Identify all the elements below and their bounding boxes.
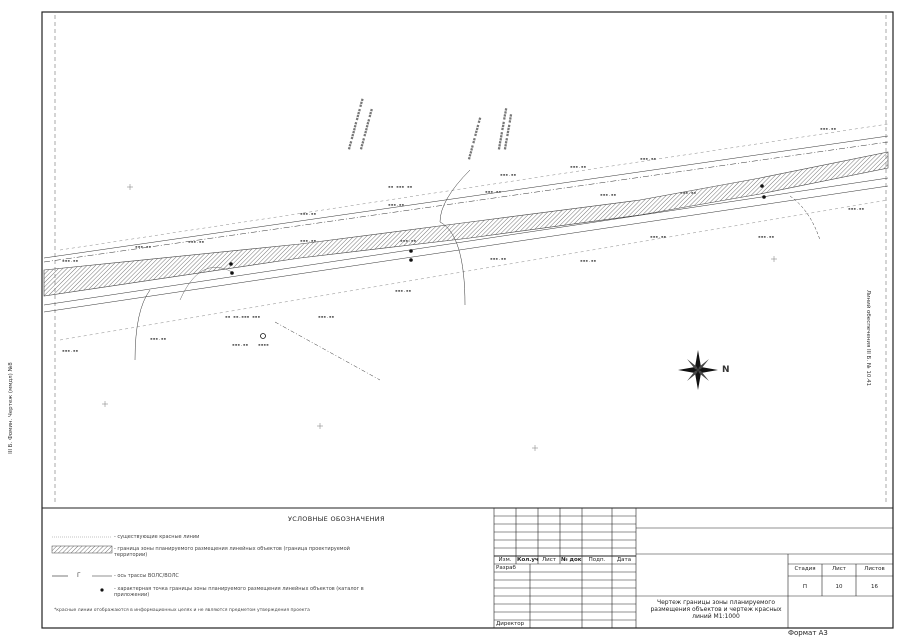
north-arrow-icon xyxy=(678,350,718,390)
legend-item-zone: - граница зоны планируемого размещения л… xyxy=(114,546,350,558)
stamp-role-developer: Разраб xyxy=(496,565,516,571)
svg-text:▪▪▪▪ ▪▪▪▪ ▪▪▪: ▪▪▪▪ ▪▪▪▪ ▪▪▪ xyxy=(503,114,514,151)
svg-text:▪▪▪.▪▪: ▪▪▪.▪▪ xyxy=(300,212,317,217)
svg-text:▪▪▪.▪▪: ▪▪▪.▪▪ xyxy=(640,157,657,162)
svg-text:▪▪▪.▪▪: ▪▪▪.▪▪ xyxy=(135,245,152,250)
north-label: N xyxy=(722,365,730,375)
svg-text:▪▪▪.▪▪: ▪▪▪.▪▪ xyxy=(758,235,775,240)
legend-item-red-lines: - существующие красные линии xyxy=(114,534,200,540)
sheet-format: Формат А3 xyxy=(788,629,828,637)
title-block xyxy=(493,507,894,629)
svg-text:▪▪▪.▪▪: ▪▪▪.▪▪ xyxy=(490,257,507,262)
svg-text:▪▪▪.▪▪: ▪▪▪.▪▪ xyxy=(650,235,667,240)
svg-text:▪▪ ▪▪▪ ▪▪: ▪▪ ▪▪▪ ▪▪ xyxy=(388,185,413,190)
svg-text:▪▪▪▪: ▪▪▪▪ xyxy=(258,343,269,348)
svg-text:▪▪▪.▪▪: ▪▪▪.▪▪ xyxy=(388,203,405,208)
stamp-header-sign: Подп. xyxy=(588,557,606,563)
grid-crosses xyxy=(102,184,777,451)
stamp-header-sheet: Лист xyxy=(542,557,556,563)
side-label-left: III Б. Фомин. Чертеж (ммдл) №8 xyxy=(7,362,14,454)
svg-text:▪▪▪.▪▪: ▪▪▪.▪▪ xyxy=(62,259,79,264)
svg-text:▪▪▪.▪▪: ▪▪▪.▪▪ xyxy=(395,289,412,294)
stamp-sheet-value: 10 xyxy=(835,584,843,590)
stamp-stage-header: Стадия xyxy=(794,566,816,572)
stamp-stage-value: П xyxy=(802,584,808,590)
svg-text:▪▪▪.▪▪: ▪▪▪.▪▪ xyxy=(318,315,335,320)
stamp-sheets-header: Листов xyxy=(864,566,885,572)
svg-text:▪▪▪.▪▪: ▪▪▪.▪▪ xyxy=(485,190,502,195)
drawing-frame xyxy=(41,11,894,629)
svg-text:▪▪▪.▪▪: ▪▪▪.▪▪ xyxy=(580,259,597,264)
svg-text:▪▪▪.▪▪: ▪▪▪.▪▪ xyxy=(500,173,517,178)
svg-text:▪▪▪.▪▪: ▪▪▪.▪▪ xyxy=(570,165,587,170)
legend-marker-label: Г xyxy=(77,572,81,579)
svg-text:▪▪▪▪▪ ▪▪ ▪▪▪▪ ▪▪: ▪▪▪▪▪ ▪▪ ▪▪▪▪ ▪▪ xyxy=(467,117,483,161)
legend-point-sample xyxy=(100,588,104,592)
legend-item-axis: - ось трассы ВОЛС/ВОЛС xyxy=(114,573,179,579)
legend-item-point: - характерная точка границы зоны планиру… xyxy=(114,586,364,598)
svg-text:▪▪▪.▪▪: ▪▪▪.▪▪ xyxy=(232,343,249,348)
planning-zone-band xyxy=(43,151,889,297)
svg-text:▪▪▪.▪▪: ▪▪▪.▪▪ xyxy=(848,207,865,212)
legend-note: *красные линии отображаются в информацио… xyxy=(54,608,310,613)
svg-text:▪▪▪.▪▪: ▪▪▪.▪▪ xyxy=(680,191,697,196)
elevation-labels: ▪▪ ▪▪▪ ▪▪ ▪▪▪.▪▪ ▪▪▪.▪▪ ▪▪▪.▪▪ ▪▪▪.▪▪ ▪▪… xyxy=(62,127,865,354)
svg-text:▪▪▪.▪▪: ▪▪▪.▪▪ xyxy=(188,240,205,245)
svg-text:▪▪▪.▪▪: ▪▪▪.▪▪ xyxy=(820,127,837,132)
stamp-header-count: Кол.уч xyxy=(517,557,539,563)
boundary-points xyxy=(229,184,766,275)
svg-text:▪▪▪.▪▪: ▪▪▪.▪▪ xyxy=(62,349,79,354)
svg-text:▪▪▪.▪▪: ▪▪▪.▪▪ xyxy=(150,337,167,342)
legend-title: УСЛОВНЫЕ ОБОЗНАЧЕНИЯ xyxy=(288,515,385,523)
legend-zone-sample xyxy=(51,545,113,554)
svg-text:▪▪ ▪▪.▪▪▪ ▪▪▪: ▪▪ ▪▪.▪▪▪ ▪▪▪ xyxy=(225,315,261,320)
stamp-header-docnum: № док xyxy=(561,557,582,563)
svg-text:▪▪▪.▪▪: ▪▪▪.▪▪ xyxy=(600,193,617,198)
stamp-header-date: Дата xyxy=(616,557,632,563)
svg-text:▪▪▪.▪▪: ▪▪▪.▪▪ xyxy=(400,239,417,244)
stamp-sheet-header: Лист xyxy=(832,566,846,572)
side-label-right: Линий обеспечения III Б. № 10.41 xyxy=(865,289,872,387)
survey-marker xyxy=(260,333,266,339)
road-lines xyxy=(43,123,889,381)
stamp-role-director: Директор xyxy=(496,621,525,627)
svg-text:▪▪▪.▪▪: ▪▪▪.▪▪ xyxy=(300,239,317,244)
rotated-annotations: ▪▪▪ ▪▪▪▪▪▪ ▪▪▪▪ ▪▪▪ ▪▪▪▪ ▪▪▪▪▪▪ ▪▪▪ ▪▪▪▪… xyxy=(347,98,514,161)
stamp-drawing-title: Чертеж границы зоны планируемого размеще… xyxy=(650,599,782,620)
stamp-header-change: Изм. xyxy=(498,557,512,563)
stamp-sheets-value: 16 xyxy=(871,584,878,590)
